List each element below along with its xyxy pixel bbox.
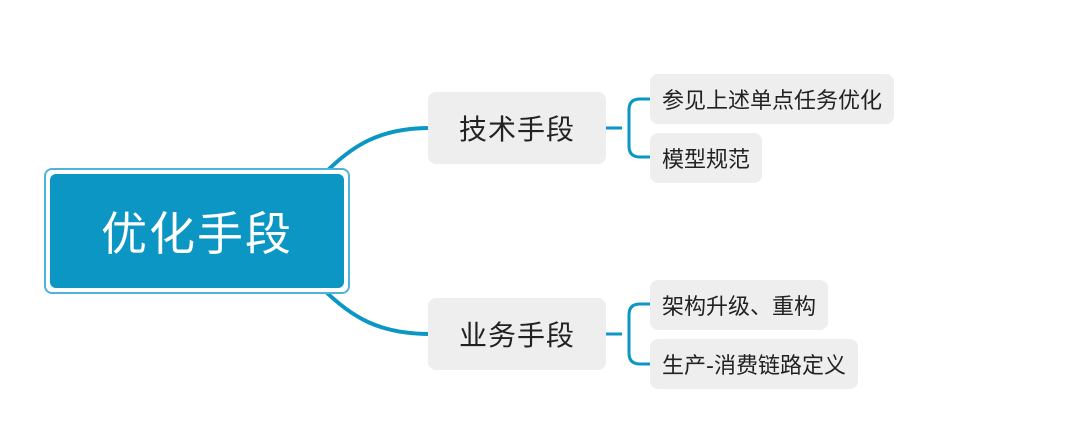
connector-business-bracket xyxy=(606,302,650,366)
connector-tech-bracket xyxy=(606,97,650,159)
leaf-node-label: 模型规范 xyxy=(662,148,751,173)
root-node-label: 优化手段 xyxy=(101,207,293,261)
branch-node-business[interactable]: 业务手段 xyxy=(428,298,606,370)
leaf-node-producer-consumer-chain[interactable]: 生产-消费链路定义 xyxy=(650,339,858,389)
connector-root-to-tech xyxy=(320,126,431,178)
branch-node-tech[interactable]: 技术手段 xyxy=(428,92,606,164)
leaf-node-model-standards[interactable]: 模型规范 xyxy=(650,133,763,183)
leaf-node-architecture-upgrade[interactable]: 架构升级、重构 xyxy=(650,280,829,330)
connector-root-to-business xyxy=(320,286,431,336)
leaf-node-single-task-optimization[interactable]: 参见上述单点任务优化 xyxy=(650,74,895,124)
leaf-node-label: 架构升级、重构 xyxy=(662,295,817,320)
branch-node-label: 技术手段 xyxy=(458,113,575,146)
branch-node-label: 业务手段 xyxy=(458,319,575,352)
leaf-node-label: 生产-消费链路定义 xyxy=(662,354,846,379)
leaf-node-label: 参见上述单点任务优化 xyxy=(662,89,883,114)
root-node[interactable]: 优化手段 xyxy=(50,174,344,288)
